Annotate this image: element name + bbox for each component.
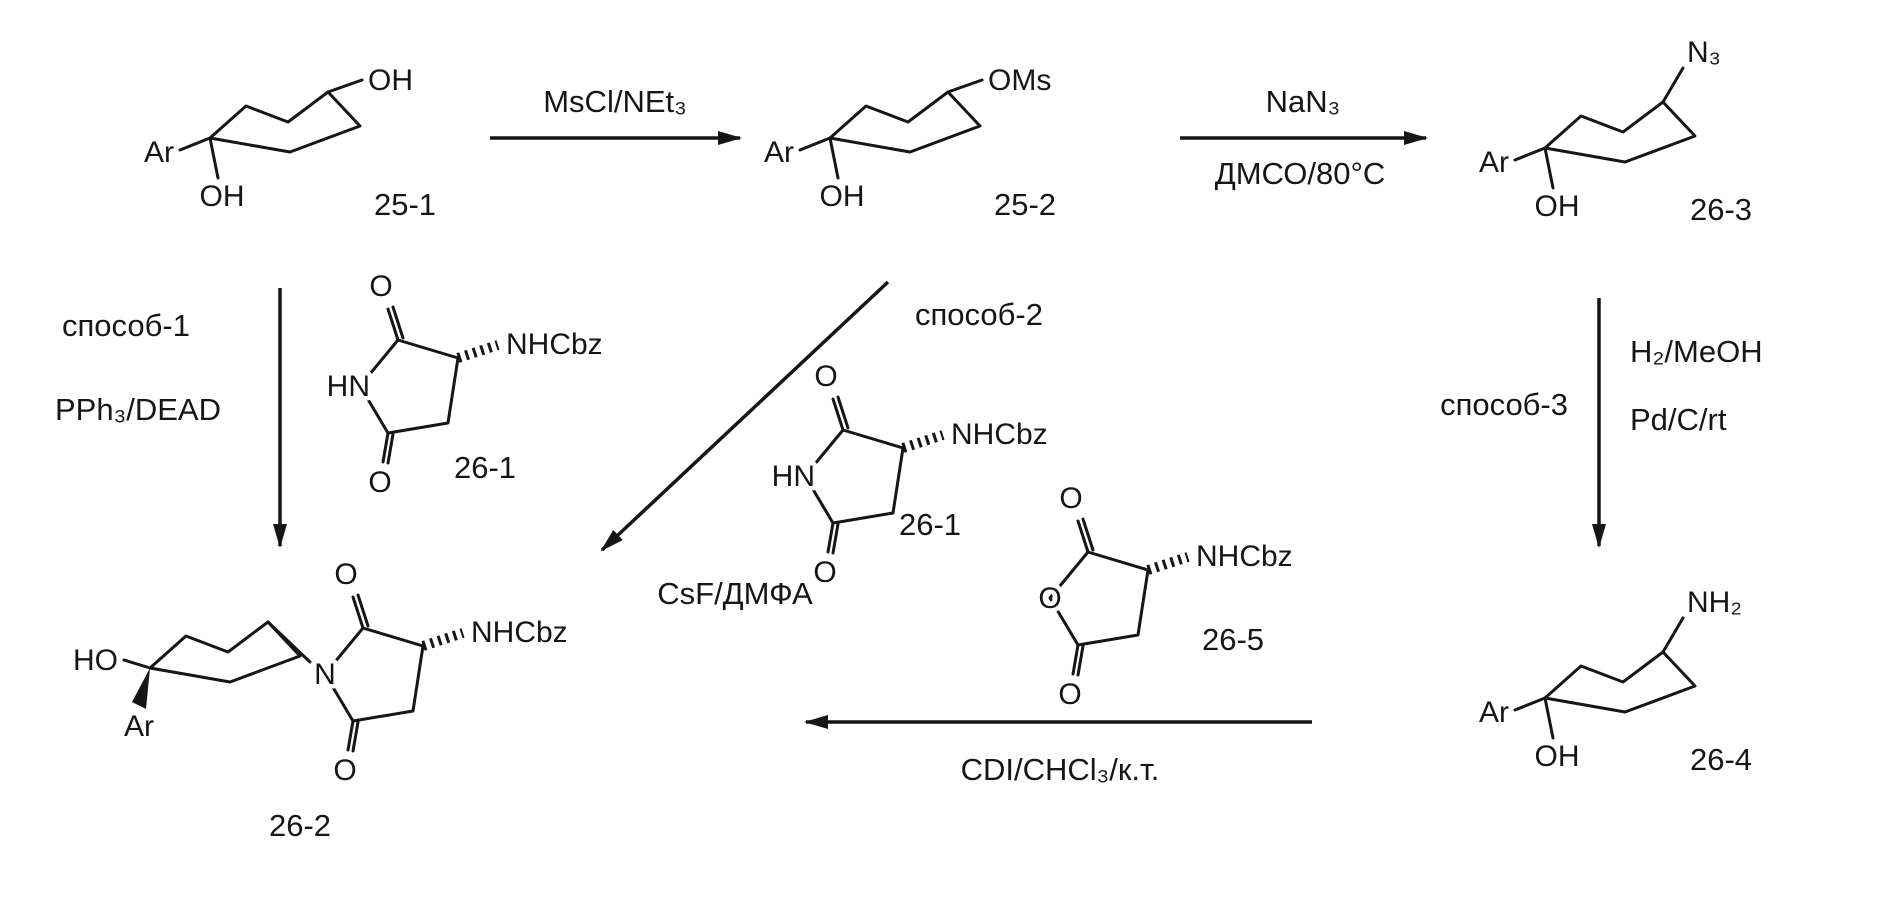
bond-ar <box>178 136 212 152</box>
stereo-hash-bond <box>901 430 945 453</box>
compound-label-26-5: 26-5 <box>1202 622 1264 657</box>
atom-label-o-bottom: O <box>333 754 356 787</box>
reagent-label-method3-top: H₂/MeOH <box>1630 334 1763 369</box>
compound-26-2-imide: N O O NHCbz <box>310 554 573 792</box>
arrow-method2 <box>600 280 890 552</box>
stereo-hash-bond <box>1146 552 1190 575</box>
atom-label-o-bottom: O <box>813 556 836 589</box>
reagent-label-mesylation: MsCl/NEt₃ <box>543 84 687 119</box>
cyclohexane-ring <box>1543 650 1697 714</box>
bond-substituent <box>946 78 984 94</box>
atom-label-oh: OH <box>1535 190 1580 223</box>
atom-label-o-top: O <box>1059 482 1082 515</box>
compound-label-26-1: 26-1 <box>899 507 961 542</box>
compound-26-2: HO Ar N O O NHCbz 26-2 <box>69 554 573 844</box>
compound-26-2-cyclohexane: HO Ar <box>69 620 312 748</box>
bond-amine <box>1661 616 1685 654</box>
cyclohexane-ring <box>828 90 982 154</box>
atom-label-ar: Ar <box>1479 146 1509 179</box>
compound-label-25-1: 25-1 <box>374 187 436 222</box>
atom-label-o-top: O <box>334 558 357 591</box>
bond-substituent <box>326 78 364 94</box>
condition-label-method3-bottom: Pd/C/rt <box>1630 402 1727 437</box>
reagent-label-method2: CsF/ДМФА <box>657 576 813 611</box>
atom-label-ar: Ar <box>124 710 154 743</box>
atom-label-o-ring: O <box>1038 582 1061 615</box>
succinimide-ring <box>323 626 425 723</box>
atom-label-nhcbz: NHCbz <box>1196 540 1293 573</box>
compound-26-3: Ar OH N₃ 26-3 <box>1475 32 1753 228</box>
atom-label-ar: Ar <box>1479 696 1509 729</box>
carbonyl-double-bonds <box>1071 517 1095 677</box>
atom-label-azide: N₃ <box>1687 36 1721 69</box>
atom-label-amine: NH₂ <box>1687 586 1742 619</box>
atom-label-o-top: O <box>814 360 837 393</box>
atom-label-o-bottom: O <box>368 466 391 499</box>
compound-25-1: Ar OH OH 25-1 <box>140 60 437 223</box>
reagent-label-azide: NaN₃ <box>1266 84 1341 119</box>
compound-label-26-1: 26-1 <box>454 450 516 485</box>
bond-ar <box>1513 146 1547 162</box>
atom-label-hn: HN <box>772 460 815 493</box>
reaction-arrows: MsCl/NEt₃ NaN₃ ДМСО/80°C способ-1 PPh₃/D… <box>55 84 1763 787</box>
atom-label-nhcbz: NHCbz <box>951 418 1048 451</box>
compound-25-2: Ar OH OMs 25-2 <box>760 60 1057 223</box>
wedge-bond-ar <box>132 668 150 709</box>
method1-name-label: способ-1 <box>62 308 190 343</box>
condition-label-dmso: ДМСО/80°C <box>1215 156 1386 191</box>
bond-azide <box>1661 66 1685 104</box>
bond-oh <box>1543 146 1555 190</box>
atom-label-oh: OH <box>368 64 413 97</box>
stereo-hash-bond <box>456 340 500 363</box>
compound-26-1-middle: O O HN NHCbz 26-1 <box>767 356 1052 594</box>
reagent-label-ring-opening: CDI/CHCl₃/к.т. <box>961 752 1160 787</box>
atom-label-nhcbz: NHCbz <box>506 328 603 361</box>
cyclohexane-ring <box>208 90 362 154</box>
compound-label-26-2: 26-2 <box>269 808 331 843</box>
compound-label-26-3: 26-3 <box>1690 192 1752 227</box>
bond-ar <box>1513 696 1547 712</box>
bond-ho <box>122 658 152 670</box>
cyclohexane-ring <box>1543 100 1697 164</box>
compound-label-25-2: 25-2 <box>994 187 1056 222</box>
carbonyl-double-bonds <box>346 593 370 753</box>
succinimide-ring <box>803 428 905 525</box>
atom-label-o-bottom: O <box>1058 678 1081 711</box>
atom-label-ar: Ar <box>764 136 794 169</box>
atom-label-ho: HO <box>73 644 118 677</box>
bond-to-imide-n <box>266 620 312 664</box>
atom-label-oh: OH <box>820 180 865 213</box>
method3-name-label: способ-3 <box>1440 387 1568 422</box>
bond-oh <box>828 136 840 180</box>
compound-26-1-left: O O HN NHCbz 26-1 <box>322 266 607 504</box>
bond-ar <box>798 136 832 152</box>
atom-label-n: N <box>314 658 336 691</box>
atom-label-oh: OH <box>200 180 245 213</box>
compound-26-4: Ar OH NH₂ 26-4 <box>1475 582 1753 778</box>
method2-name-label: способ-2 <box>915 297 1043 332</box>
atom-label-hn: HN <box>327 370 370 403</box>
anhydride-ring <box>1048 550 1150 647</box>
stereo-hash-bond <box>421 628 465 651</box>
compound-label-26-4: 26-4 <box>1690 742 1752 777</box>
bond-oh <box>1543 696 1555 740</box>
atom-label-oms: OMs <box>988 64 1051 97</box>
atom-label-nhcbz: NHCbz <box>471 616 568 649</box>
succinimide-ring <box>358 338 460 435</box>
bond-oh <box>208 136 220 180</box>
atom-label-ar: Ar <box>144 136 174 169</box>
carbonyl-double-bonds <box>826 395 850 555</box>
atom-label-o-top: O <box>369 270 392 303</box>
reagent-label-method1: PPh₃/DEAD <box>55 392 221 427</box>
compound-26-5: O O O NHCbz 26-5 <box>1034 478 1297 716</box>
atom-label-oh: OH <box>1535 740 1580 773</box>
carbonyl-double-bonds <box>381 305 405 465</box>
